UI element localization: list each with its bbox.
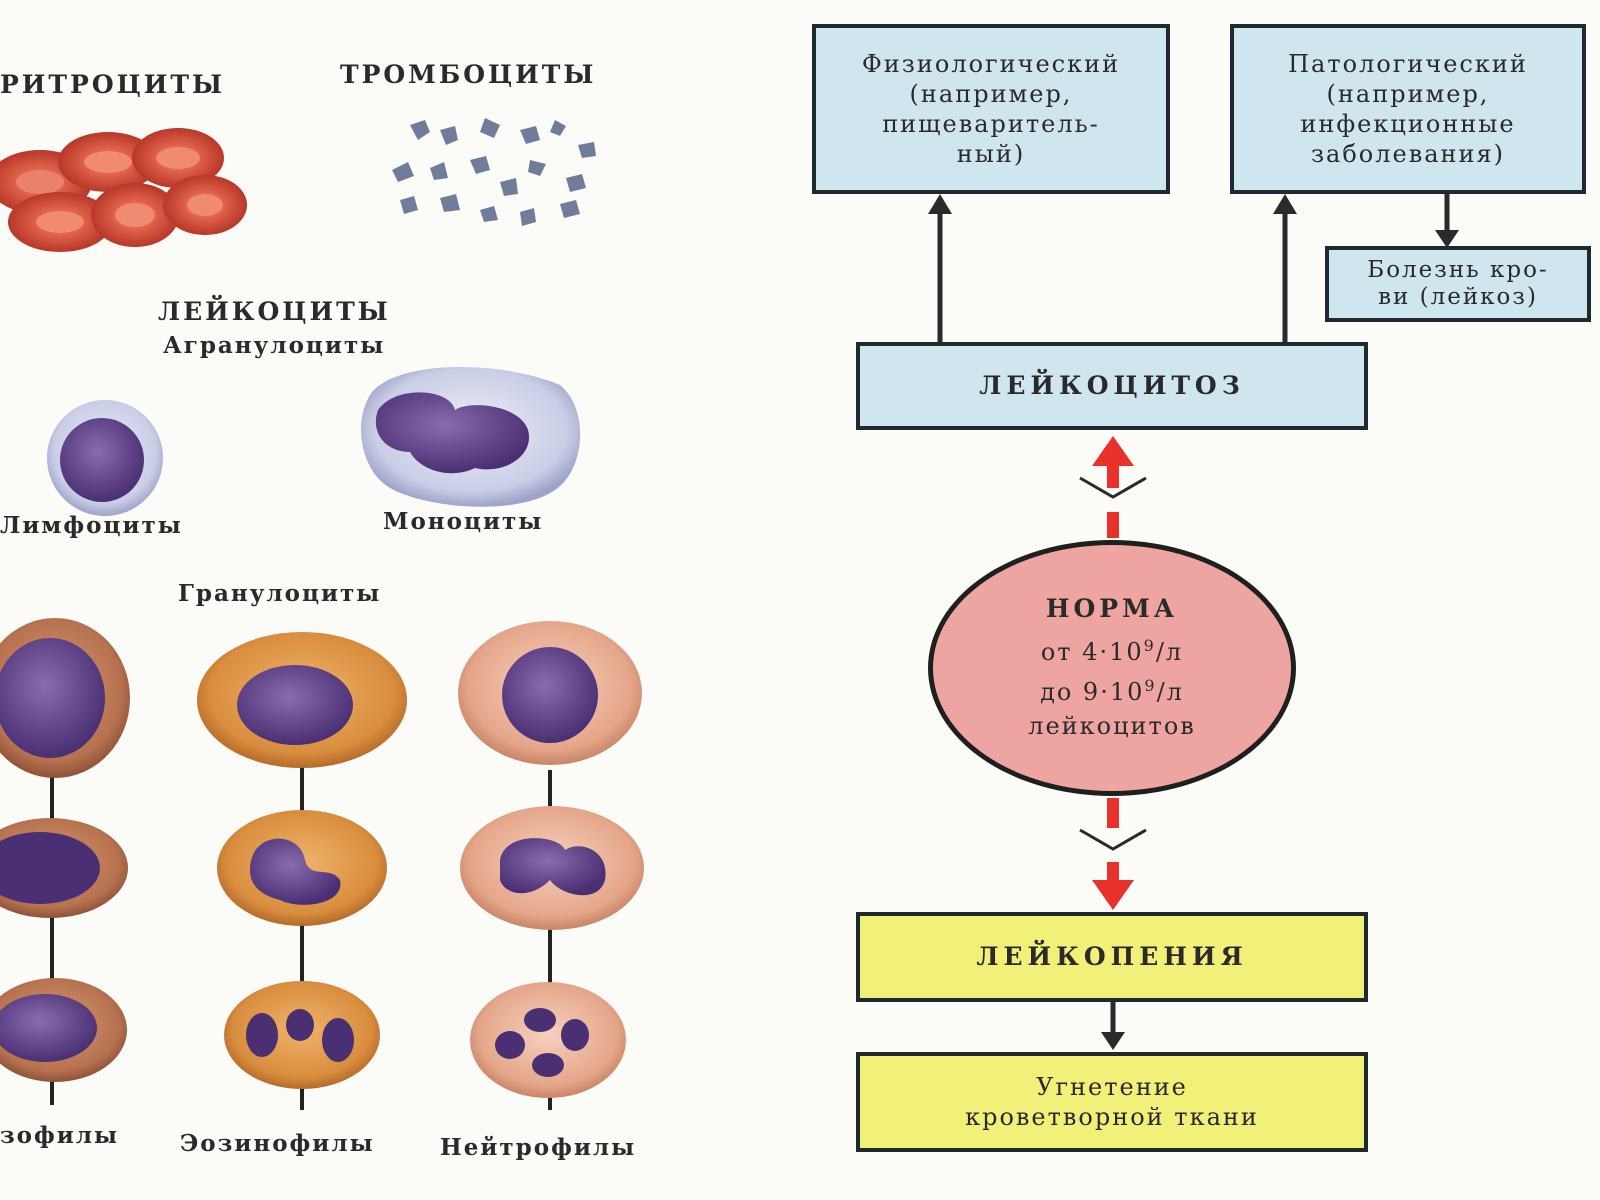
neutrophils-label: Нейтрофилы [440,1134,637,1161]
lymphocyte-cell [47,400,163,516]
blood-disease-box: Болезнь кро- ви (лейкоз) [1325,246,1591,322]
basophil-cells [0,618,130,1082]
erythrocytes-group [0,128,247,252]
norm-from-line: от 4·109/л [1041,629,1183,669]
neutrophil-cells [458,621,644,1098]
suppression-line-1: Угнетение [1036,1073,1188,1101]
leukopenia-label: ЛЕЙКОПЕНИЯ [976,942,1248,971]
suppression-line-2: кроветворной ткани [965,1103,1259,1131]
suppression-box: Угнетение кроветворной ткани [856,1052,1368,1152]
eosinophil-cells [197,632,407,1089]
norm-circle: НОРМА от 4·109/л до 9·109/л лейкоцитов [928,540,1296,796]
physiological-line-4: ный) [956,140,1026,168]
norm-to-line: до 9·109/л [1040,669,1184,709]
pathological-line-1: Патологический [1288,50,1528,78]
blood-disease-line-2: ви (лейкоз) [1378,284,1538,310]
norm-cells: лейкоцитов [1028,711,1196,740]
basophils-label: зофилы [0,1122,120,1149]
norm-to-exp: 9 [1144,675,1157,695]
monocytes-label: Моноциты [383,508,544,535]
physiological-line-3: пищеваритель- [882,110,1100,138]
blood-disease-line-1: Болезнь кро- [1367,257,1549,283]
monocyte-cell [360,367,581,507]
leukopenia-box: ЛЕЙКОПЕНИЯ [856,912,1368,1002]
lymphocytes-label: Лимфоциты [0,512,183,539]
thrombocytes-label: ТРОМБОЦИТЫ [340,60,597,89]
pathological-line-3: инфекционные [1300,110,1516,138]
leukocytosis-label: ЛЕЙКОЦИТОЗ [979,371,1245,400]
leukocytosis-box: ЛЕЙКОЦИТОЗ [856,342,1368,430]
eosinophils-label: Эозинофилы [180,1130,375,1157]
pathological-box: Патологический (например, инфекционные з… [1230,24,1586,194]
norm-to: до 9·10 [1040,677,1145,706]
pathological-line-4: заболевания) [1310,140,1506,168]
thrombocytes-group [392,118,596,226]
erythrocytes-label: РИТРОЦИТЫ [0,70,226,99]
norm-from-exp: 9 [1143,635,1156,655]
norm-from-unit: /л [1155,637,1184,666]
pathological-line-2: (например, [1326,80,1490,108]
granulocytes-label: Гранулоциты [178,580,382,607]
physiological-box: Физиологический (например, пищеваритель-… [812,24,1170,194]
norm-to-unit: /л [1156,677,1184,706]
norm-from: от 4·10 [1040,637,1144,666]
agranulocytes-label: Агранулоциты [163,332,386,359]
physiological-line-1: Физиологический [861,50,1121,78]
physiological-line-2: (например, [909,80,1073,108]
leukocytes-label: ЛЕЙКОЦИТЫ [158,297,391,326]
norm-title: НОРМА [1045,593,1179,623]
